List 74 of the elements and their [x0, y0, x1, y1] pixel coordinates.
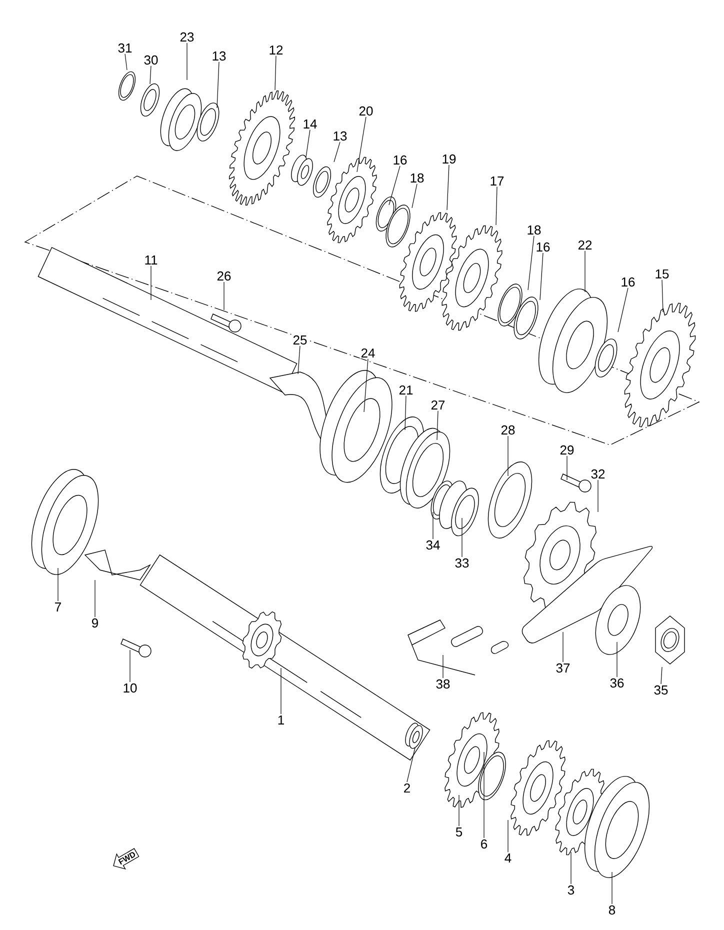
callout-number: 35 [652, 684, 670, 696]
leader-line [388, 166, 400, 206]
callout-number: 13 [210, 50, 228, 62]
leader-line [274, 56, 276, 90]
leader-line [446, 164, 450, 210]
callout-number: 12 [268, 44, 284, 56]
callout-number: 19 [440, 153, 458, 165]
callout-number: 2 [402, 782, 412, 794]
callout-number: 4 [503, 852, 513, 864]
leader-line [404, 396, 406, 430]
leader-line [186, 42, 188, 80]
callout-number: 10 [122, 682, 138, 694]
leader-line [442, 654, 444, 678]
callout-number: 13 [332, 130, 348, 142]
leader-line [540, 252, 544, 300]
leader-line [150, 66, 152, 84]
callout-number: 11 [143, 254, 159, 266]
leader-line [570, 852, 572, 884]
leader-line [412, 184, 418, 208]
leader-line [298, 346, 300, 374]
callout-number: 8 [607, 904, 617, 916]
callout-number: 18 [408, 172, 426, 184]
callout-number: 29 [558, 444, 576, 456]
leader-line [528, 236, 534, 290]
leader-line [584, 250, 586, 292]
leader-line [616, 642, 618, 678]
leader-line [334, 142, 340, 162]
callout-number: 5 [454, 826, 464, 838]
callout-number: 7 [53, 602, 63, 612]
callout-number: 24 [360, 347, 376, 359]
leader-line [150, 266, 152, 300]
callout-number: 27 [430, 399, 446, 411]
leader-line [94, 580, 96, 618]
callout-number: 22 [576, 239, 594, 251]
callout-number: 31 [116, 42, 134, 54]
callout-number: 6 [479, 838, 489, 850]
callout-number: 15 [654, 268, 670, 280]
leader-line [356, 116, 366, 172]
callout-number: 37 [554, 662, 572, 674]
leader-line [306, 130, 310, 158]
callout-number: 21 [398, 384, 414, 396]
leader-line [618, 288, 628, 332]
callout-number: 25 [292, 334, 308, 346]
callout-number: 16 [392, 154, 408, 166]
callout-number: 32 [590, 468, 606, 480]
callout-number: 28 [500, 424, 516, 436]
leader-line [496, 186, 498, 226]
callout-number: 36 [608, 677, 626, 689]
callout-number: 38 [434, 678, 452, 690]
leader-line [432, 512, 434, 540]
leader-line [458, 794, 460, 826]
callout-number: 3 [566, 884, 576, 896]
callout-number: 20 [358, 105, 374, 117]
leader-line [566, 456, 568, 480]
leader-line [562, 632, 564, 662]
callout-number: 30 [142, 54, 160, 66]
callout-number: 14 [302, 118, 318, 130]
callout-number: 9 [90, 617, 100, 629]
leader-line [216, 62, 220, 108]
leader-line [660, 666, 662, 684]
callout-number: 17 [488, 176, 506, 186]
callout-number: 16 [620, 276, 636, 288]
callout-number: 26 [216, 270, 232, 282]
callout-number: 34 [424, 539, 442, 551]
callout-number: 33 [454, 557, 470, 569]
leader-line [406, 748, 416, 782]
leader-line [124, 54, 128, 70]
leader-line [662, 280, 664, 312]
callout-number: 23 [178, 31, 196, 43]
leader-line [280, 668, 282, 714]
callout-number: 16 [534, 241, 552, 253]
callout-number: 1 [276, 714, 286, 726]
callout-number: 18 [526, 224, 542, 236]
leader-line [436, 410, 438, 440]
